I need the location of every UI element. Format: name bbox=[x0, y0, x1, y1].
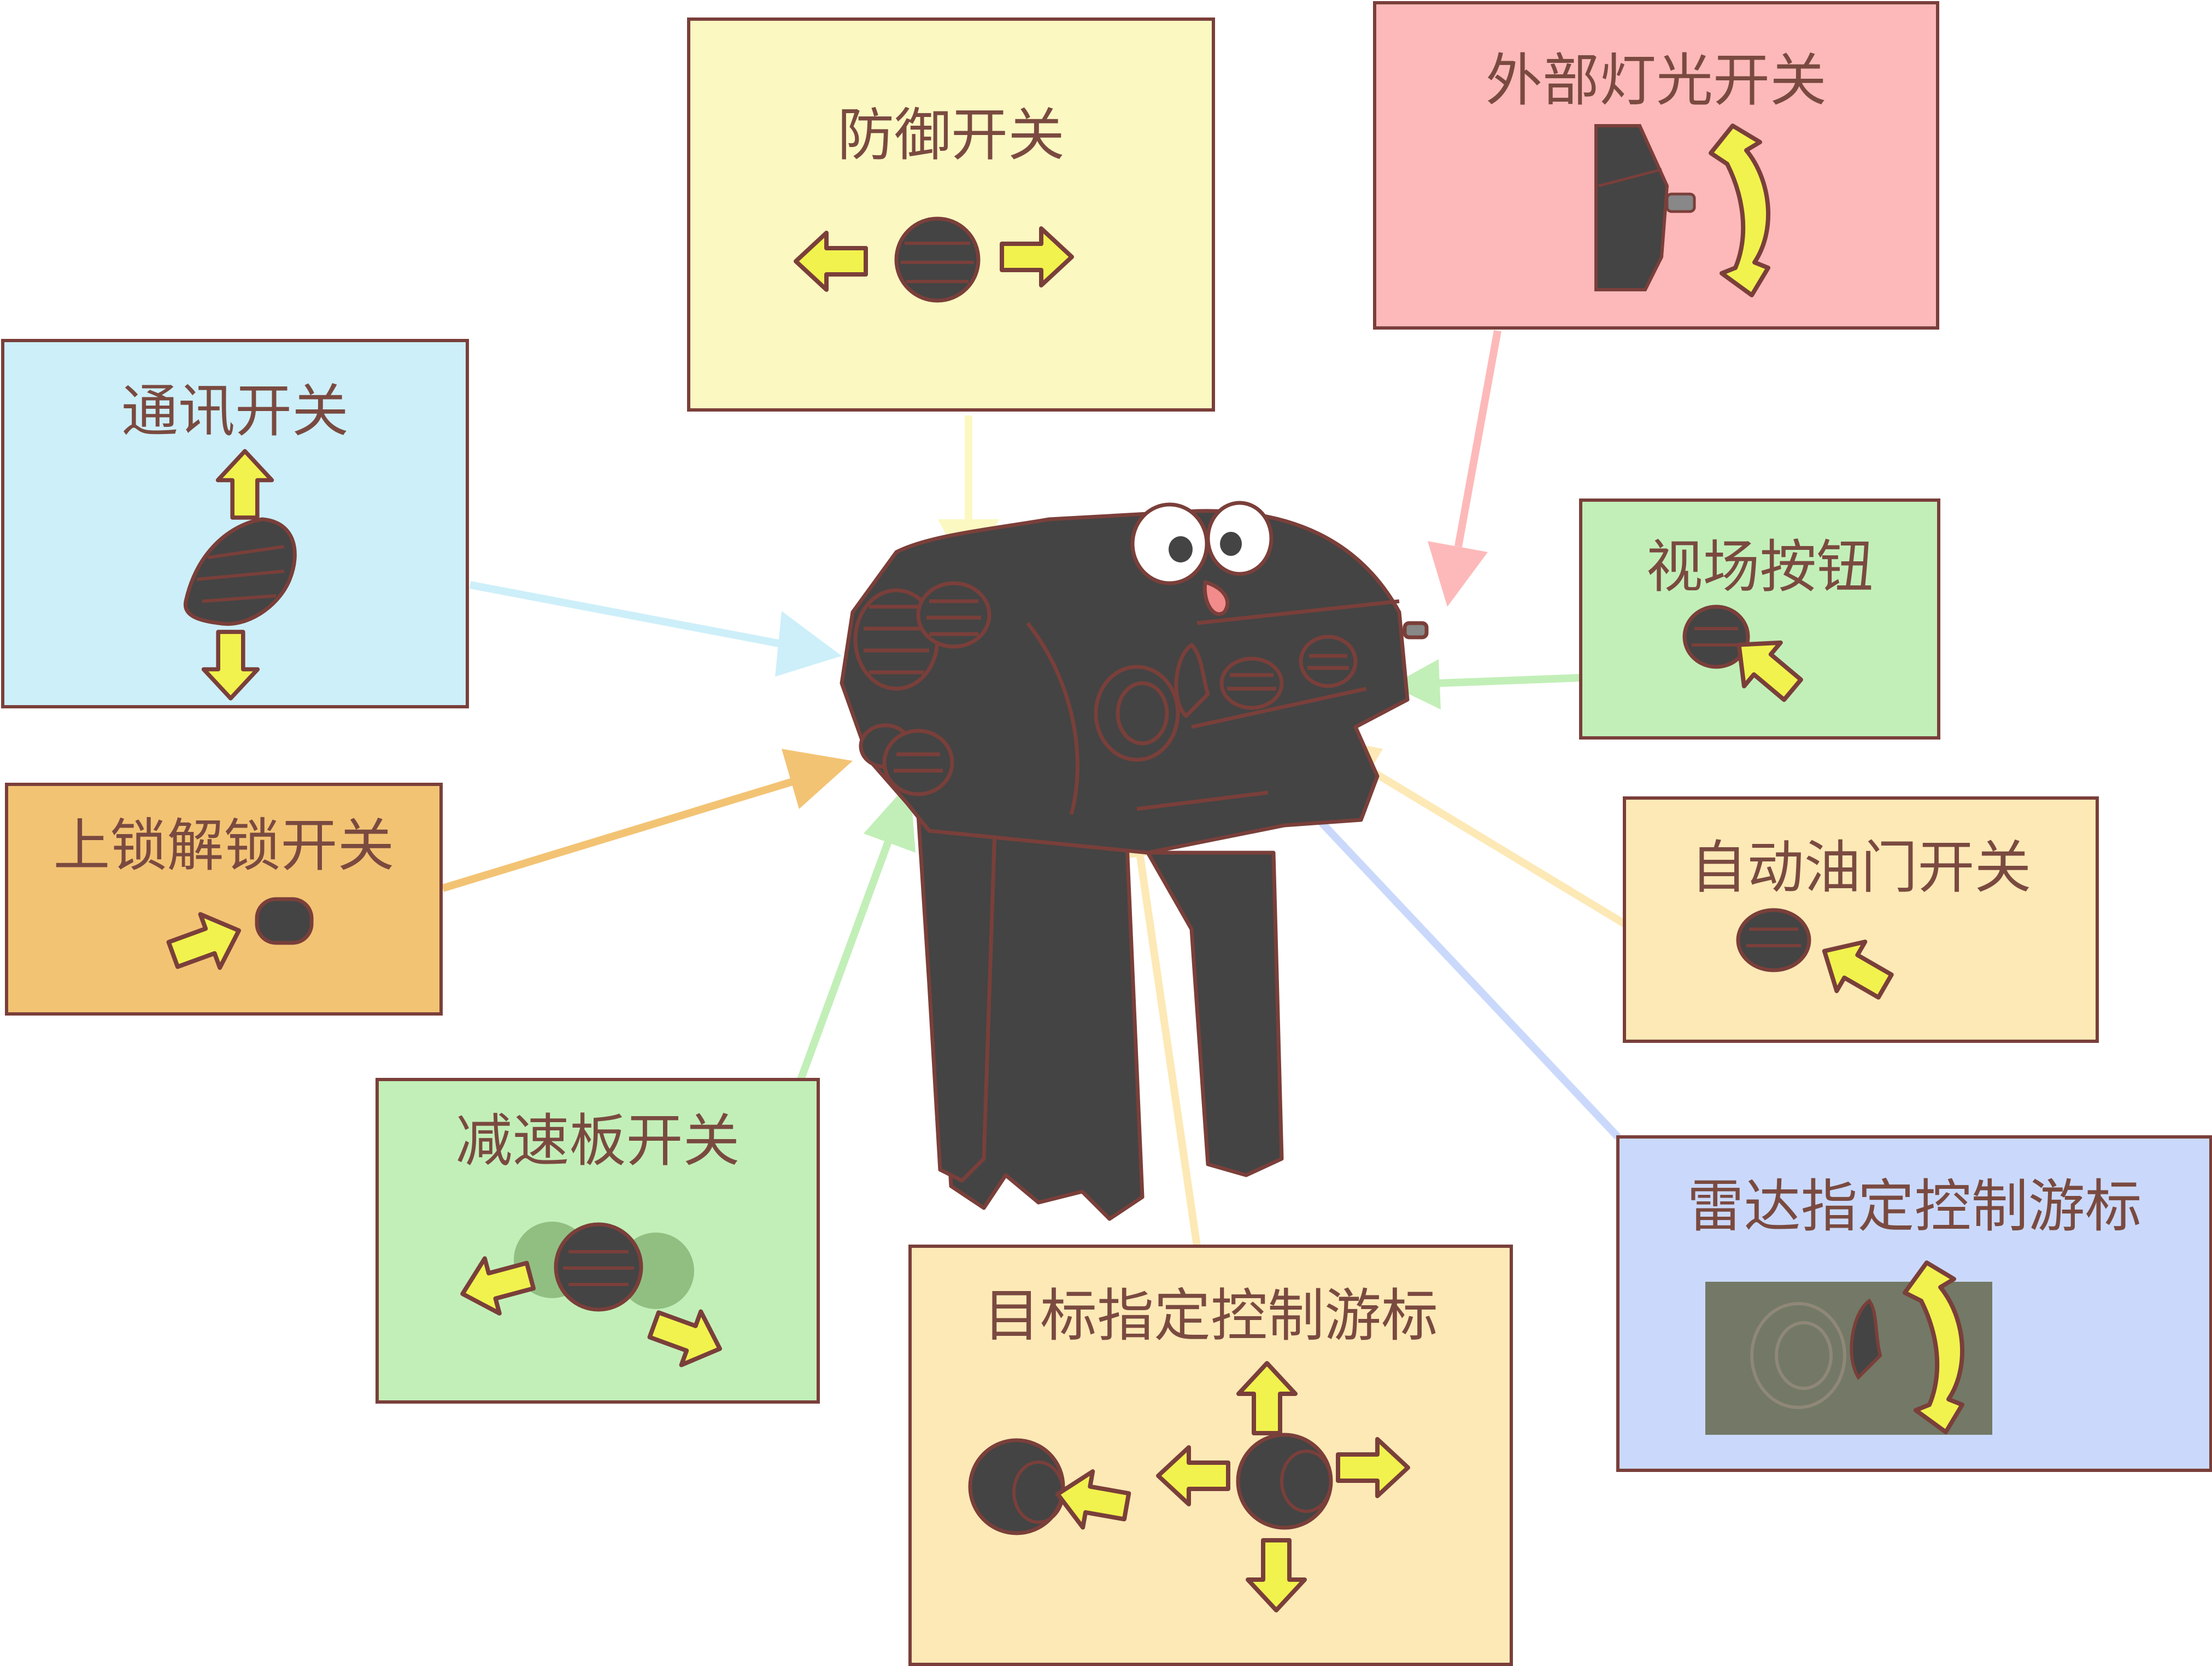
throttle-body bbox=[840, 501, 1429, 1221]
label-fov: 视场按钮 bbox=[1646, 533, 1874, 600]
leader-lock bbox=[441, 749, 853, 892]
tdc-move-icon bbox=[1236, 1433, 1333, 1530]
comm-switch-icon bbox=[183, 517, 297, 626]
label-comm: 通讯开关 bbox=[121, 378, 349, 444]
fov-button-knob bbox=[1299, 635, 1358, 688]
leader-fov bbox=[1391, 659, 1581, 709]
panel-comm bbox=[1, 339, 469, 708]
defense-switch-icon bbox=[894, 216, 981, 303]
leader-ext-light bbox=[1428, 330, 1501, 607]
label-speedbrake: 减速板开关 bbox=[455, 1107, 740, 1174]
radar-cursor-knob bbox=[1174, 643, 1210, 718]
panel-fov bbox=[1579, 498, 1940, 740]
panel-defense bbox=[687, 17, 1215, 412]
rotate-arrow-icon bbox=[1709, 124, 1771, 297]
throttle-leg-left bbox=[916, 812, 997, 1183]
panel-lock bbox=[5, 783, 443, 1016]
lock-switch-icon bbox=[255, 897, 314, 945]
label-auto-throttle: 自动油门开关 bbox=[1690, 834, 2032, 901]
label-radar: 雷达指定控制游标 bbox=[1687, 1173, 2142, 1240]
label-ext-light: 外部灯光开关 bbox=[1485, 47, 1827, 114]
panel-radar bbox=[1616, 1135, 2212, 1472]
throttle-face bbox=[1130, 501, 1274, 616]
auto-throttle-icon bbox=[1736, 908, 1811, 972]
lock-switch-knob bbox=[859, 723, 954, 796]
fov-button-icon bbox=[1682, 605, 1750, 669]
defense-switch-knob bbox=[916, 581, 991, 649]
rotate-arrow-icon bbox=[1903, 1260, 1965, 1434]
panel-tdc bbox=[908, 1245, 1513, 1666]
panel-ext-light bbox=[1373, 1, 1939, 330]
speedbrake-switch-icon bbox=[514, 1222, 694, 1312]
ext-light-switch-knob bbox=[1403, 621, 1429, 640]
label-tdc: 目标指定控制游标 bbox=[983, 1282, 1438, 1349]
panel-speedbrake bbox=[375, 1078, 820, 1404]
panel-auto-throttle bbox=[1623, 796, 2099, 1043]
tdc-press-icon bbox=[968, 1438, 1065, 1535]
tdc-knob bbox=[1094, 665, 1180, 762]
leader-comm bbox=[469, 581, 842, 677]
label-lock: 上锁解锁开关 bbox=[53, 812, 395, 879]
ext-light-switch-icon bbox=[1594, 124, 1696, 291]
leader-speedbrake bbox=[797, 782, 916, 1081]
auto-throttle-knob bbox=[1219, 656, 1284, 710]
throttle-leg-back bbox=[1146, 850, 1284, 1177]
label-defense: 防御开关 bbox=[837, 102, 1065, 168]
